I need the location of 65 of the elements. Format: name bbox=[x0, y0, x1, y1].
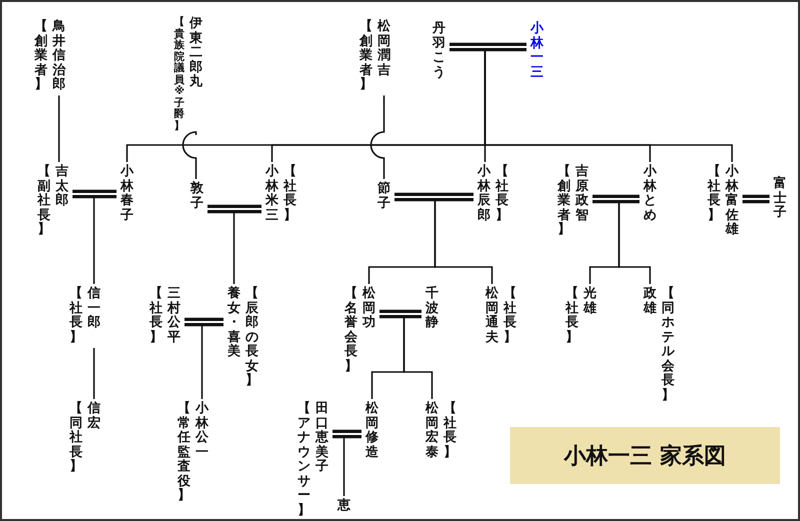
person-name: 丹羽こう bbox=[432, 22, 446, 80]
person-name: 小林富佐雄 bbox=[724, 165, 740, 238]
role-label: 【常任監査役】 bbox=[176, 402, 192, 504]
person-name: 信一郎 bbox=[86, 287, 102, 330]
role-label: 【辰郎の長女】 bbox=[244, 287, 260, 388]
person-name: 小林米三 bbox=[264, 165, 280, 223]
person-name: 松岡潤吉 bbox=[376, 20, 392, 78]
role-label: 【貴族院議員※子爵】 bbox=[174, 17, 186, 132]
descent-line bbox=[484, 48, 733, 162]
person-name: 伊東二郎丸 bbox=[188, 17, 204, 90]
role-label: 【社長】 bbox=[442, 402, 458, 460]
role-label: 【社長】 bbox=[706, 165, 722, 223]
marriage-line bbox=[378, 310, 424, 318]
person-name: 小林公一 bbox=[194, 402, 210, 460]
person-name: 小林春子 bbox=[120, 165, 134, 223]
role-label: 【名誉会長】 bbox=[344, 287, 358, 374]
person-name: 信宏 bbox=[86, 402, 102, 431]
marriage-line bbox=[330, 430, 364, 438]
person-name: 養女・喜美 bbox=[226, 287, 242, 360]
role-label: 【社長】 bbox=[148, 287, 164, 345]
role-label: 【創業者】 bbox=[556, 165, 572, 238]
person-name: 敦子 bbox=[190, 182, 204, 211]
role-label: 【社長】 bbox=[494, 165, 510, 223]
role-label: 【副社長】 bbox=[36, 165, 52, 238]
person-name: 松岡宏泰 bbox=[424, 402, 440, 460]
person-name: 千波静 bbox=[424, 287, 440, 330]
person-name: 吉原政智 bbox=[574, 165, 590, 223]
marriage-line bbox=[448, 42, 528, 52]
descent-line bbox=[434, 198, 493, 284]
person-name: 田口恵美子 bbox=[314, 402, 330, 474]
person-name: 小林とめ bbox=[642, 165, 658, 223]
role-label: 【社長】 bbox=[68, 287, 84, 345]
person-name: 松岡修造 bbox=[364, 402, 380, 460]
person-name: 吉太郎 bbox=[54, 165, 70, 208]
descent-line bbox=[618, 200, 651, 284]
role-label: 【同ホテル会長】 bbox=[660, 287, 676, 403]
role-label: 【社長】 bbox=[564, 287, 580, 345]
person-name: 小林一三 bbox=[530, 22, 544, 80]
title-banner: 小林一三 家系図 bbox=[510, 427, 780, 484]
person-name: 富士子 bbox=[772, 177, 788, 220]
descent-line bbox=[182, 131, 197, 179]
person-name: 節子 bbox=[376, 182, 392, 211]
marriage-line bbox=[392, 192, 476, 202]
person-name: 三村公平 bbox=[166, 287, 182, 345]
person-name: 恵 bbox=[336, 499, 352, 514]
descent-line bbox=[370, 96, 385, 179]
descent-line bbox=[93, 348, 95, 399]
person-name: 松岡通夫 bbox=[484, 287, 500, 345]
role-label: 【社長】 bbox=[282, 165, 298, 223]
role-label: 【同社長】 bbox=[68, 402, 84, 474]
person-name: 小林辰郎 bbox=[476, 165, 492, 223]
marriage-line bbox=[182, 318, 226, 326]
person-name: 政雄 bbox=[642, 287, 658, 316]
person-name: 松岡功 bbox=[362, 287, 376, 330]
role-label: 【創業者】 bbox=[34, 20, 48, 92]
person-name: 鳥井信治郎 bbox=[52, 20, 66, 92]
marriage-line bbox=[740, 194, 772, 204]
descent-line bbox=[58, 96, 60, 162]
role-label: 【創業者】 bbox=[358, 20, 374, 92]
role-label: 【社長】 bbox=[502, 287, 518, 345]
role-label: 【アナウンサー】 bbox=[296, 402, 312, 518]
person-name: 光雄 bbox=[582, 287, 598, 316]
marriage-line bbox=[590, 194, 642, 204]
marriage-line bbox=[70, 190, 118, 198]
marriage-line bbox=[206, 204, 264, 214]
